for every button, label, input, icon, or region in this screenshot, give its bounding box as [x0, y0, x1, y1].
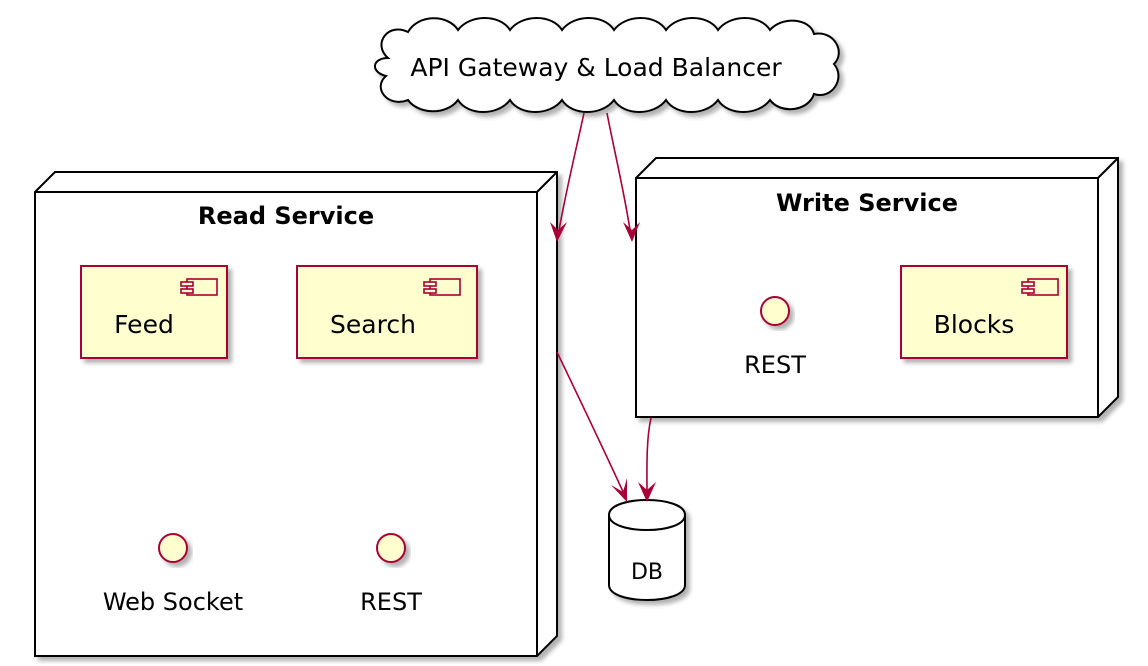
- db-label: DB: [631, 560, 663, 585]
- read-service-node[interactable]: Read Service Feed Search Web Socket: [34, 171, 558, 657]
- component-icon: [423, 278, 461, 296]
- interface-circle-icon: [376, 533, 406, 563]
- edge-gateway-to-read: [550, 112, 585, 242]
- db-cylinder[interactable]: DB: [608, 499, 686, 601]
- write-rest-interface[interactable]: REST: [744, 296, 806, 379]
- interface-circle-icon: [760, 296, 790, 326]
- arrowhead-icon: [623, 222, 640, 242]
- edge-write-to-db: [638, 417, 656, 502]
- feed-label: Feed: [114, 310, 174, 339]
- edge-read-to-db: [556, 351, 627, 502]
- blocks-label: Blocks: [934, 310, 1015, 339]
- api-gateway-cloud[interactable]: API Gateway & Load Balancer: [374, 17, 840, 113]
- write-service-node[interactable]: Write Service REST Blocks: [635, 157, 1119, 418]
- web-socket-label: Web Socket: [103, 588, 243, 616]
- read-rest-interface[interactable]: REST: [360, 533, 422, 616]
- search-label: Search: [330, 310, 416, 339]
- edge-gateway-to-write: [606, 112, 640, 242]
- blocks-component[interactable]: Blocks: [900, 265, 1068, 359]
- arrowhead-icon: [638, 482, 656, 502]
- interface-circle-icon: [158, 533, 188, 563]
- search-component[interactable]: Search: [296, 265, 478, 359]
- component-icon: [180, 278, 218, 296]
- read-rest-label: REST: [360, 588, 422, 616]
- write-service-title: Write Service: [776, 189, 958, 217]
- read-service-title: Read Service: [198, 202, 374, 230]
- arrowhead-icon: [611, 478, 627, 502]
- api-gateway-label: API Gateway & Load Balancer: [410, 53, 782, 82]
- feed-component[interactable]: Feed: [80, 265, 228, 359]
- write-rest-label: REST: [744, 351, 806, 379]
- arrowhead-icon: [550, 222, 567, 242]
- web-socket-interface[interactable]: Web Socket: [103, 533, 243, 616]
- component-icon: [1021, 278, 1059, 296]
